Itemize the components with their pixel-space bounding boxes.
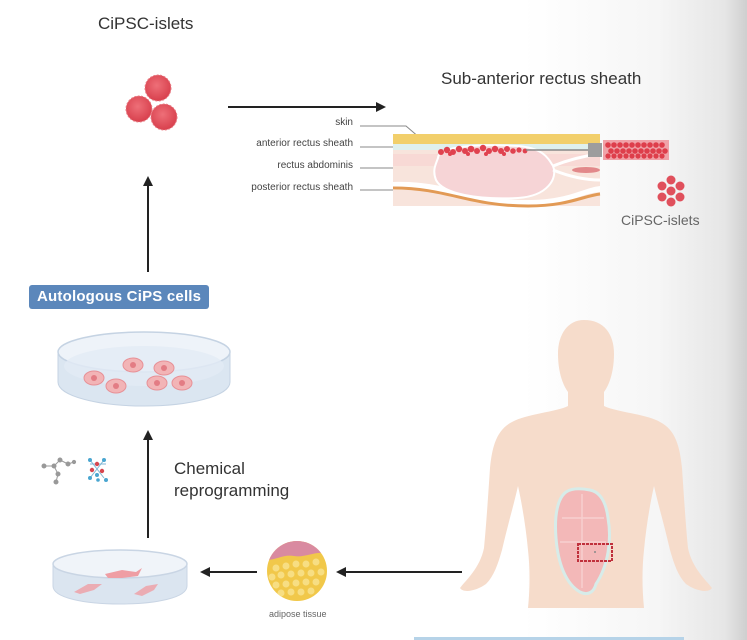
rectus-abdominis-muscle <box>433 144 556 200</box>
adipose-tissue-icon <box>267 541 327 601</box>
arrow-up-icon <box>143 430 153 538</box>
label-rectus-abdominis: rectus abdominis <box>277 160 353 171</box>
syringe-icon <box>603 140 669 160</box>
islets-title-top: CiPSC-islets <box>98 14 194 33</box>
islet-sphere <box>150 103 178 131</box>
islets-cluster-icon <box>125 74 178 131</box>
adipose-tissue-label: adipose tissue <box>269 609 327 619</box>
label-skin: skin <box>335 117 353 128</box>
autologous-cips-cells-label: Autologous CiPS cells <box>29 285 210 309</box>
torso-silhouette <box>460 320 712 608</box>
chemical-reprogramming-label: Chemical reprogramming <box>174 458 289 502</box>
reprogramming-line-1: Chemical <box>174 459 245 478</box>
label-posterior-rectus-sheath: posterior rectus sheath <box>251 182 353 193</box>
arrow-left-icon <box>336 567 462 577</box>
cell-colonies <box>83 357 193 394</box>
islets-title-side: CiPSC-islets <box>621 212 700 228</box>
arrow-left-icon <box>200 567 257 577</box>
islets-cluster-small-icon <box>657 175 685 207</box>
petri-dish-adipose-icon <box>52 549 188 605</box>
arrow-right-icon <box>228 102 386 112</box>
islet-sphere <box>144 74 172 102</box>
implant-site-marker <box>577 543 613 562</box>
arrow-up-icon <box>143 176 153 272</box>
implant-site-title: Sub-anterior rectus sheath <box>441 69 642 88</box>
petri-dish-cips-icon <box>57 331 231 407</box>
posterior-sheath-line <box>392 186 601 208</box>
label-anterior-rectus-sheath: anterior rectus sheath <box>256 138 353 149</box>
skin-layer <box>393 134 600 144</box>
syringe-hub <box>588 143 602 157</box>
small-molecules-icon <box>41 457 108 485</box>
fibroblast-cells <box>74 568 158 596</box>
tissue-cross-section <box>360 125 669 208</box>
human-body-icon <box>460 320 712 608</box>
bottom-bar-edge <box>414 637 684 640</box>
reprogramming-line-2: reprogramming <box>174 481 290 500</box>
molecule-colored <box>88 458 108 482</box>
islet-sphere <box>125 95 153 123</box>
